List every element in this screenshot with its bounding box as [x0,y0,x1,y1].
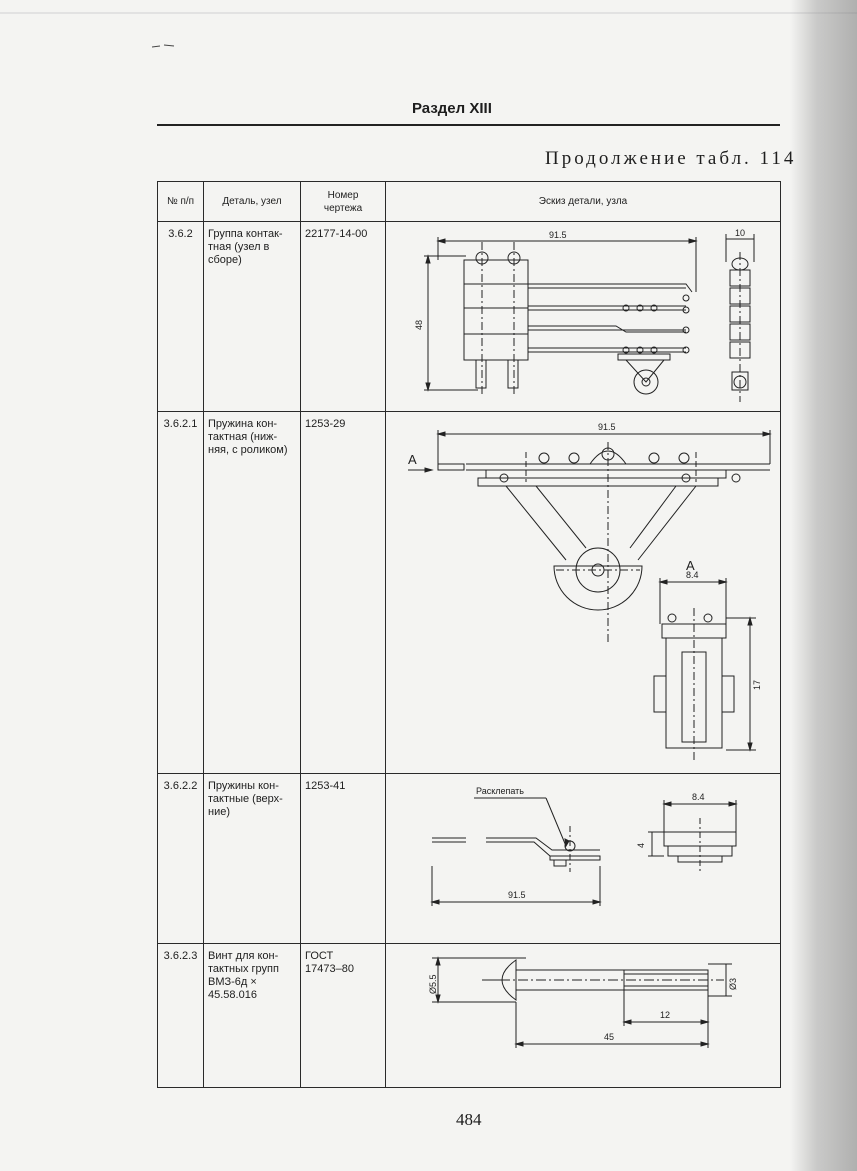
dim-length: 91.5 [508,890,526,900]
row-number: 3.6.2.1 [157,411,204,774]
sketch-contact-group: 91.5 48 [385,221,781,412]
thread-diameter: Ø3 [728,978,738,990]
table-row: 3.6.2.1 Пружина кон- тактная (ниж- няя, … [157,411,781,774]
row-part: Винт для кон- тактных групп ВМЗ-6д × 45.… [203,943,301,1088]
thread-length: 12 [660,1010,670,1020]
dim-height: 48 [414,320,424,330]
view-height: 17 [752,680,762,690]
stray-mark [152,44,175,48]
header-number: № п/п [157,181,204,222]
parts-table: № п/п Деталь, узел Номер чертежа Эскиз д… [157,181,781,1088]
head-diameter: Ø5.5 [428,974,438,994]
dim-length: 91.5 [549,230,567,240]
dim-height: 4 [636,843,646,848]
row-drawing: ГОСТ 17473–80 [300,943,386,1088]
rivet-note: Расклепать [476,786,524,796]
dim-length: 91.5 [598,422,616,432]
upper-springs-drawing: Расклепать 91.5 8.4 4 [430,786,738,906]
table-row: 3.6.2.2 Пружины кон- тактные (верх- ние)… [157,773,781,944]
row-part: Пружина кон- тактная (ниж- няя, с ролико… [203,411,301,774]
sketch-lower-spring: 91.5 A A [385,411,781,774]
section-title: Раздел XIII [412,100,492,117]
table-continuation-caption: Продолжение табл. 114 [545,148,797,169]
top-edge-line [0,12,857,14]
header-sketch: Эскиз детали, узла [385,181,781,222]
row-number: 3.6.2.2 [157,773,204,944]
row-part: Группа контак- тная (узел в сборе) [203,221,301,412]
row-drawing: 1253-41 [300,773,386,944]
contact-group-drawing: 91.5 48 [414,228,755,402]
table-header-row: № п/п Деталь, узел Номер чертежа Эскиз д… [157,181,781,222]
screw-drawing: Ø5.5 Ø3 12 45 [428,956,738,1048]
header-part: Деталь, узел [203,181,301,222]
view-label: A [408,452,417,467]
row-drawing: 22177-14-00 [300,221,386,412]
view-width: 8.4 [686,570,699,580]
row-part: Пружины кон- тактные (верх- ние) [203,773,301,944]
sketch-upper-springs: Расклепать 91.5 8.4 4 [385,773,781,944]
row-drawing: 1253-29 [300,411,386,774]
sketch-screw: Ø5.5 Ø3 12 45 [385,943,781,1088]
header-drawing: Номер чертежа [300,181,386,222]
scan-shadow [790,0,857,1171]
total-length: 45 [604,1032,614,1042]
page-number: 484 [456,1110,482,1129]
table-row: 3.6.2.3 Винт для кон- тактных групп ВМЗ-… [157,943,781,1088]
header-rule [157,124,780,126]
dim-width: 10 [735,228,745,238]
lower-spring-drawing: 91.5 A A [408,422,772,762]
table-row: 3.6.2 Группа контак- тная (узел в сборе)… [157,221,781,412]
dim-width: 8.4 [692,792,705,802]
row-number: 3.6.2.3 [157,943,204,1088]
view-title: A [686,558,695,573]
row-number: 3.6.2 [157,221,204,412]
